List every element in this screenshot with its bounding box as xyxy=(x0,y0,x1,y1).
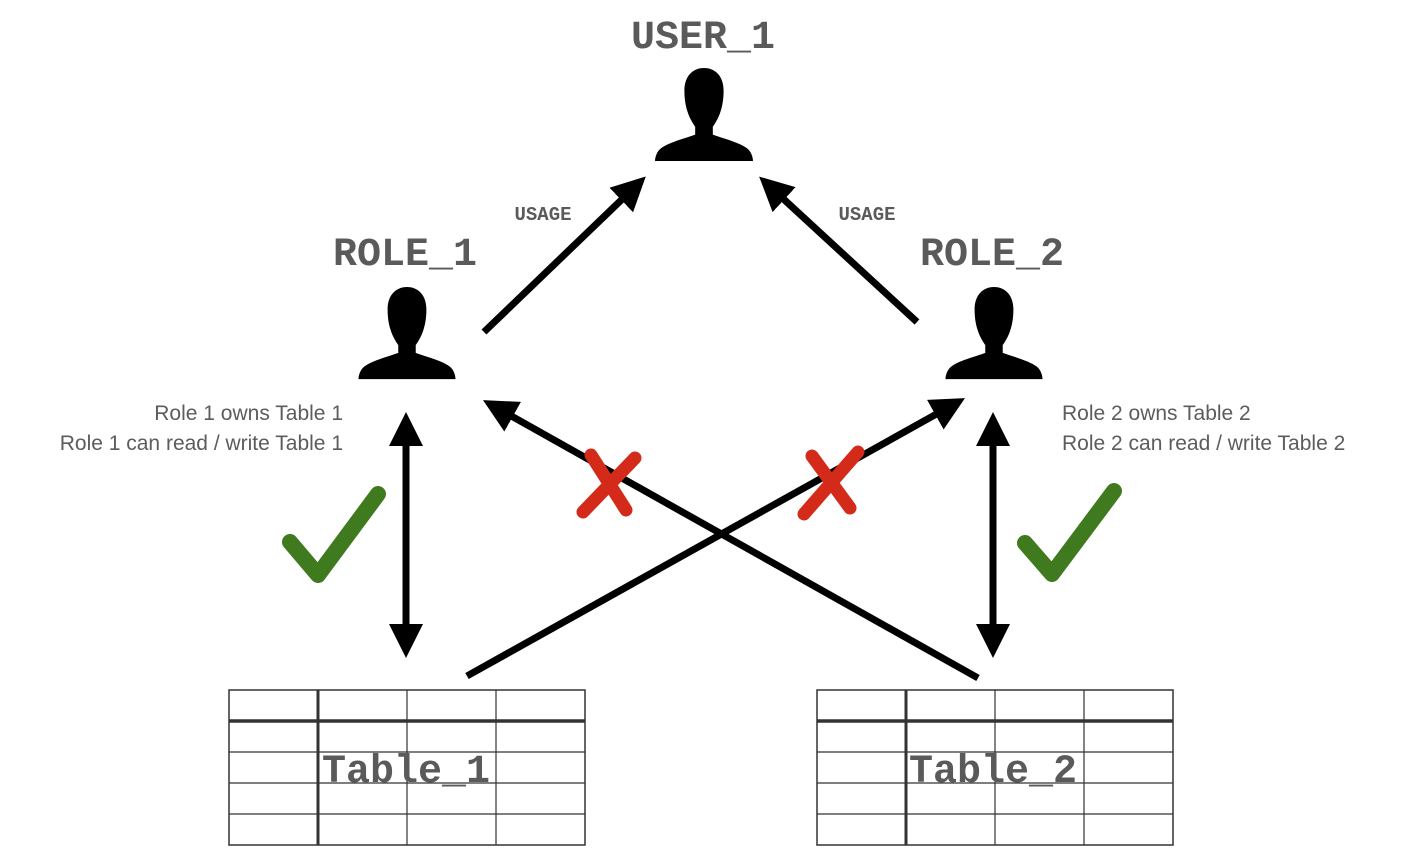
table-2-label: Table_2 xyxy=(909,750,1077,795)
denied-arrow-table1-to-role2 xyxy=(465,398,965,680)
role-1-label: ROLE_1 xyxy=(333,233,477,278)
role-2-person-icon xyxy=(945,286,1043,380)
usage-label-right: USAGE xyxy=(838,204,895,226)
user-person-icon xyxy=(655,67,753,162)
usage-arrow-role1-to-user xyxy=(481,176,646,335)
denied-x-mark-icon-right xyxy=(797,445,865,521)
denied-x-mark-icon-left xyxy=(576,448,642,519)
role-1-note-readwrite: Role 1 can read / write Table 1 xyxy=(60,432,343,455)
table-2-grid xyxy=(816,689,1174,846)
role-1-person-icon xyxy=(358,286,456,380)
table-1-label: Table_1 xyxy=(322,750,490,795)
table-1-grid xyxy=(228,689,586,846)
user-label: USER_1 xyxy=(631,16,775,61)
denied-arrow-table2-to-role1 xyxy=(483,400,980,682)
role-1-note-owns: Role 1 owns Table 1 xyxy=(154,402,343,425)
role-2-label: ROLE_2 xyxy=(920,233,1064,278)
role-2-note-readwrite: Role 2 can read / write Table 2 xyxy=(1062,432,1345,455)
allowed-checkmark-icon-left xyxy=(282,486,386,583)
usage-label-left: USAGE xyxy=(514,204,571,226)
allowed-checkmark-icon-right xyxy=(1017,483,1122,582)
role-2-note-owns: Role 2 owns Table 2 xyxy=(1062,402,1251,425)
usage-arrow-role2-to-user xyxy=(759,176,920,325)
